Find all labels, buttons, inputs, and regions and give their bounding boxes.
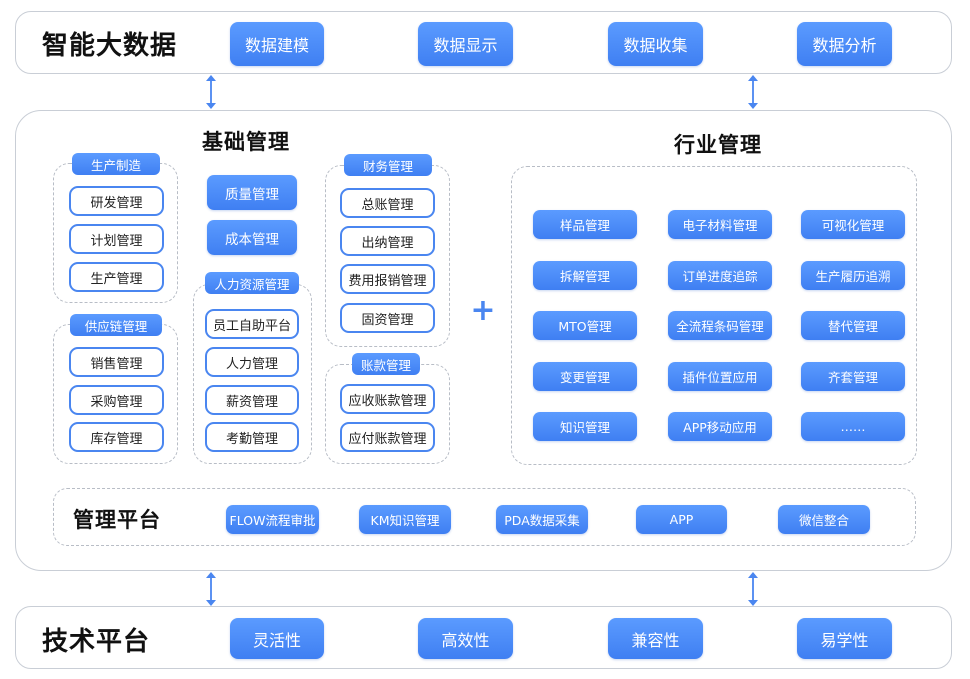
platform-item-pda[interactable]: PDA数据采集 [496,505,588,534]
production-item-plan[interactable]: 计划管理 [69,224,164,254]
tech-item-efficiency[interactable]: 高效性 [418,618,513,659]
production-item-rd[interactable]: 研发管理 [69,186,164,216]
supply-label: 供应链管理 [70,314,162,336]
industry-item-sample[interactable]: 样品管理 [533,210,637,239]
accounts-item-payable[interactable]: 应付账款管理 [340,422,435,452]
industry-item-change[interactable]: 变更管理 [533,362,637,391]
arrow-bottom-left [206,572,216,606]
industry-item-knowledge[interactable]: 知识管理 [533,412,637,441]
platform-item-km[interactable]: KM知识管理 [359,505,451,534]
accounts-label: 账款管理 [352,353,420,375]
industry-item-mto[interactable]: MTO管理 [533,311,637,340]
arrow-bottom-right [748,572,758,606]
tech-item-flexibility[interactable]: 灵活性 [230,618,324,659]
industry-item-substitute[interactable]: 替代管理 [801,311,905,340]
platform-item-wechat[interactable]: 微信整合 [778,505,870,534]
tech-item-learnability[interactable]: 易学性 [797,618,892,659]
arrow-top-right [748,75,758,109]
middle-container [15,110,952,571]
industry-item-production-trace[interactable]: 生产履历追溯 [801,261,905,290]
hr-item-salary[interactable]: 薪资管理 [205,385,299,415]
plus-sign: + [470,293,496,328]
finance-item-fixed-assets[interactable]: 固资管理 [340,303,435,333]
finance-item-cashier[interactable]: 出纳管理 [340,226,435,256]
finance-label: 财务管理 [344,154,432,176]
top-title: 智能大数据 [42,31,178,61]
finance-item-ledger[interactable]: 总账管理 [340,188,435,218]
industry-item-visualization[interactable]: 可视化管理 [801,210,905,239]
platform-item-flow[interactable]: FLOW流程审批 [226,505,319,534]
industry-item-order-tracking[interactable]: 订单进度追踪 [668,261,772,290]
industry-item-plugin-position[interactable]: 插件位置应用 [668,362,772,391]
tech-title: 技术平台 [42,627,151,657]
top-item-data-collection[interactable]: 数据收集 [608,22,703,66]
supply-item-inventory[interactable]: 库存管理 [69,422,164,452]
industry-item-electronic-material[interactable]: 电子材料管理 [668,210,772,239]
arrow-top-left [206,75,216,109]
hr-item-self-service[interactable]: 员工自助平台 [205,309,299,339]
supply-item-purchase[interactable]: 采购管理 [69,385,164,415]
industry-item-disassembly[interactable]: 拆解管理 [533,261,637,290]
supply-item-sales[interactable]: 销售管理 [69,347,164,377]
platform-title: 管理平台 [73,508,161,532]
platform-group [53,488,916,546]
basic-title: 基础管理 [202,130,290,154]
industry-item-more[interactable]: …… [801,412,905,441]
hr-label: 人力资源管理 [205,272,299,294]
industry-item-kitting[interactable]: 齐套管理 [801,362,905,391]
production-label: 生产制造 [72,153,160,175]
industry-title: 行业管理 [674,133,762,157]
top-item-data-analysis[interactable]: 数据分析 [797,22,892,66]
tech-item-compatibility[interactable]: 兼容性 [608,618,703,659]
top-item-data-display[interactable]: 数据显示 [418,22,513,66]
industry-item-barcode[interactable]: 全流程条码管理 [668,311,772,340]
accounts-item-receivable[interactable]: 应收账款管理 [340,384,435,414]
hr-item-attendance[interactable]: 考勤管理 [205,422,299,452]
finance-item-expense[interactable]: 费用报销管理 [340,264,435,294]
industry-group [511,166,917,465]
top-item-data-modeling[interactable]: 数据建模 [230,22,324,66]
production-item-production[interactable]: 生产管理 [69,262,164,292]
platform-item-app[interactable]: APP [636,505,727,534]
quality-management-button[interactable]: 质量管理 [207,175,297,210]
cost-management-button[interactable]: 成本管理 [207,220,297,255]
hr-item-personnel[interactable]: 人力管理 [205,347,299,377]
industry-item-app-mobile[interactable]: APP移动应用 [668,412,772,441]
